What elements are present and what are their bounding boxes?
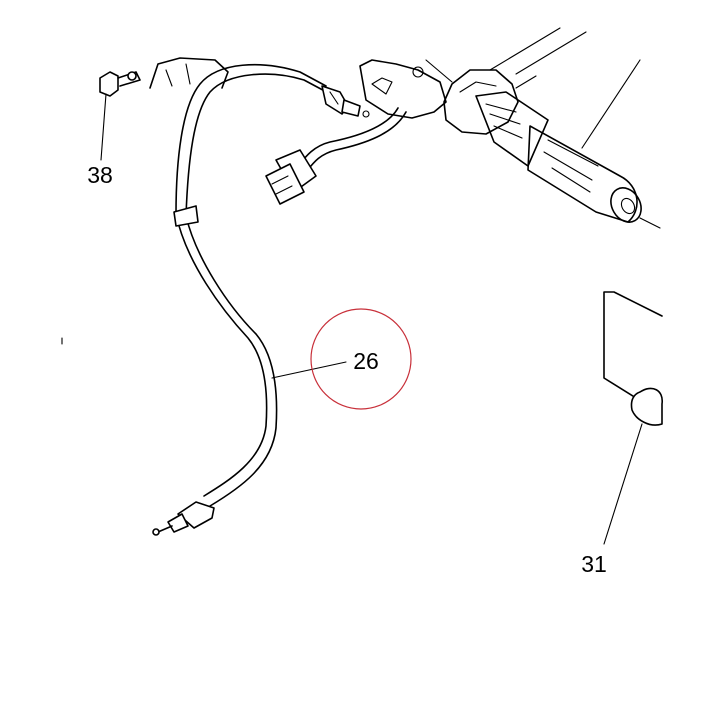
wire-harness <box>265 107 407 205</box>
leader-line-26 <box>271 361 347 379</box>
callout-31: 31 <box>581 551 607 577</box>
bolt-38 <box>99 71 141 161</box>
switch-31-housing <box>603 291 663 545</box>
cable-26 <box>152 63 370 536</box>
callout-38: 38 <box>87 162 113 188</box>
highlight-circle <box>310 308 412 410</box>
switch-housing <box>149 57 453 119</box>
callout-26: 26 <box>353 348 379 374</box>
throttle-grip <box>443 27 661 229</box>
